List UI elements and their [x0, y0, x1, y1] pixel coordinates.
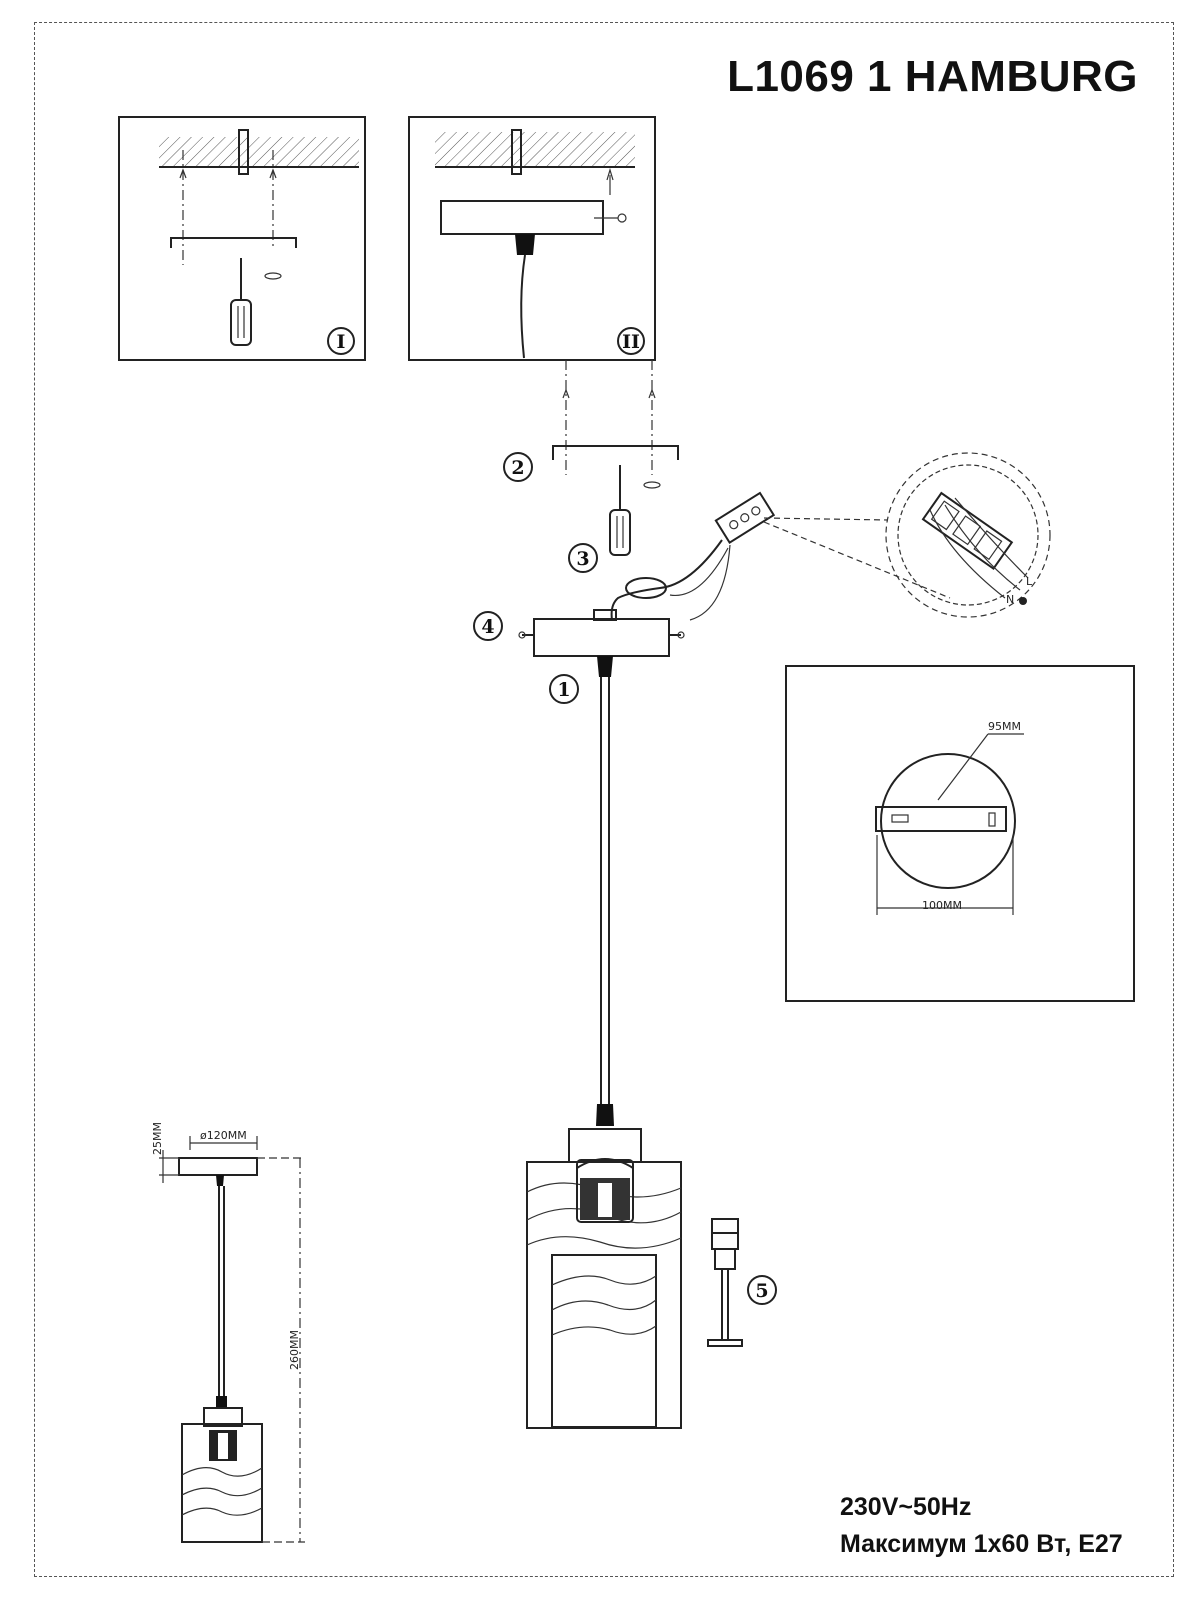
- cable-grip: [596, 1104, 614, 1126]
- wire-clip: [625, 577, 667, 599]
- voltage-spec: 230V~50Hz: [840, 1493, 972, 1521]
- screwdriver-icon: [230, 258, 252, 346]
- callout-1: [549, 674, 579, 704]
- svg-text:5: 5: [755, 1280, 768, 1302]
- step-number-badge: [327, 327, 355, 355]
- overall-height-label: 260MM: [288, 1330, 301, 1370]
- bracket-length-label: 95MM: [988, 720, 1021, 733]
- svg-text:2: 2: [511, 457, 524, 479]
- glass-shade: [181, 1423, 263, 1543]
- svg-text:3: 3: [576, 548, 589, 570]
- canopy-top-view: 95MM 100MM: [785, 665, 1135, 1002]
- callout-5: [747, 1275, 777, 1305]
- screw-washer: [264, 272, 282, 280]
- canopy-width-label: 100MM: [922, 899, 962, 912]
- callout-badges: 1 2 3 4 5: [473, 452, 777, 1305]
- step-panel-2: II: [408, 116, 656, 361]
- step-number: I: [337, 331, 346, 353]
- inner-glass: [551, 1254, 657, 1428]
- wiring-detail: N L: [885, 452, 1051, 618]
- drawing-frame: [34, 22, 1174, 1577]
- product-title: L1069 1 HAMBURG: [727, 52, 1138, 101]
- mounting-bracket: [170, 237, 297, 248]
- exploded-assembly: N L: [518, 360, 1051, 1429]
- bracket-plate: [875, 806, 1007, 832]
- dimensioned-side-view: ø120MM 25MM 260MM: [151, 1122, 305, 1543]
- socket-ring-part: [707, 1218, 743, 1347]
- line-label: L: [1026, 575, 1033, 588]
- canopy-box: [533, 618, 670, 657]
- canopy-diameter-label: ø120MM: [200, 1129, 247, 1142]
- step-panel-1: I: [118, 116, 366, 361]
- svg-text:4: 4: [481, 616, 494, 638]
- ceiling-anchor: [511, 129, 522, 175]
- terminal-block-detail: [921, 491, 1014, 570]
- svg-text:1: 1: [557, 679, 570, 701]
- mounting-bracket: [552, 445, 679, 460]
- terminal-block: [714, 491, 776, 544]
- callout-4: [473, 611, 503, 641]
- callout-3: [568, 543, 598, 573]
- step-number: II: [622, 331, 640, 353]
- screwdriver-icon: [609, 465, 631, 556]
- callout-2: [503, 452, 533, 482]
- cable-grip: [597, 656, 613, 677]
- cable-grip: [515, 234, 535, 255]
- ceiling-anchor: [238, 129, 249, 175]
- ground-screw: [1019, 597, 1027, 605]
- socket-cup: [568, 1128, 642, 1163]
- power-wire: [610, 539, 723, 621]
- canopy-box: [178, 1157, 258, 1176]
- neutral-label: N: [1006, 593, 1014, 606]
- ceiling-hatch: [435, 132, 635, 167]
- canopy-grommet: [593, 609, 617, 621]
- power-spec: Максимум 1x60 Вт, E27: [840, 1530, 1123, 1558]
- screw-washer: [643, 481, 661, 489]
- canopy-height-label: 25MM: [151, 1122, 164, 1155]
- canopy-box: [440, 200, 604, 235]
- ceiling-hatch: [159, 137, 359, 167]
